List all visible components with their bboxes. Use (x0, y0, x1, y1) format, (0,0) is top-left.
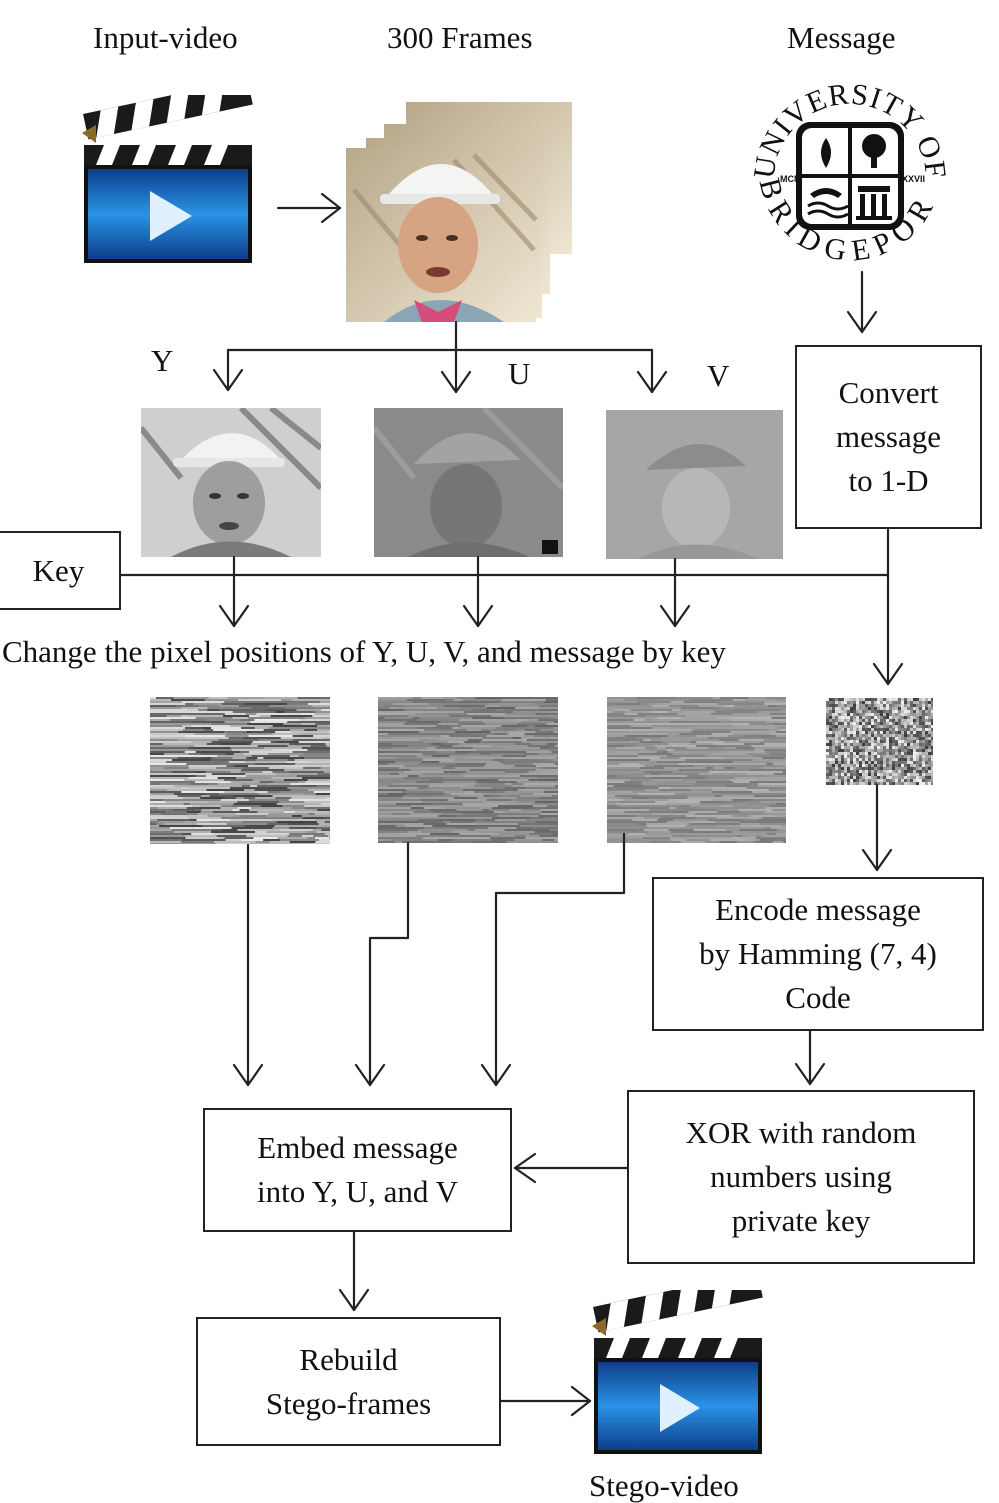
frame-stack (344, 100, 574, 324)
v-channel-label: V (707, 360, 729, 391)
xor-line-2: numbers using (710, 1155, 892, 1199)
convert-message-box: Convert message to 1-D (795, 345, 982, 529)
rebuild-frames-box: Rebuild Stego-frames (196, 1317, 501, 1446)
scrambled-y-image (150, 697, 330, 844)
encode-line-1: Encode message (715, 888, 921, 932)
embed-line-2: into Y, U, and V (257, 1170, 458, 1214)
frames-label: 300 Frames (387, 22, 533, 53)
encode-line-2: by Hamming (7, 4) (699, 932, 937, 976)
y-channel-label: Y (151, 345, 173, 376)
key-label: Key (33, 549, 85, 593)
convert-line-3: to 1-D (848, 459, 928, 503)
convert-line-2: message (836, 415, 941, 459)
xor-random-box: XOR with random numbers using private ke… (627, 1090, 975, 1264)
y-channel-image (141, 408, 321, 557)
stego-video-icon (588, 1290, 768, 1458)
embed-message-box: Embed message into Y, U, and V (203, 1108, 512, 1232)
u-channel-image (374, 408, 563, 557)
stego-video-label: Stego-video (589, 1470, 739, 1501)
change-positions-label: Change the pixel positions of Y, U, V, a… (2, 636, 726, 667)
key-box: Key (0, 531, 121, 610)
scrambled-u-image (378, 697, 558, 843)
convert-line-1: Convert (839, 371, 939, 415)
input-video-label: Input-video (93, 22, 238, 53)
university-logo: UNIVERSITY OF BRIDGEPORT MCM XXVII (752, 82, 948, 272)
encode-hamming-box: Encode message by Hamming (7, 4) Code (652, 877, 984, 1031)
embed-line-1: Embed message (257, 1126, 458, 1170)
input-video-icon (78, 95, 258, 267)
v-channel-image (606, 410, 783, 559)
logo-right-text: XXVII (902, 174, 925, 184)
scrambled-message-image (826, 698, 933, 785)
scrambled-v-image (607, 697, 786, 843)
rebuild-line-2: Stego-frames (266, 1382, 431, 1426)
encode-line-3: Code (785, 976, 850, 1020)
rebuild-line-1: Rebuild (299, 1338, 397, 1382)
logo-left-text: MCM (780, 174, 802, 184)
xor-line-3: private key (732, 1199, 871, 1243)
u-channel-label: U (508, 358, 530, 389)
message-label: Message (787, 22, 895, 53)
xor-line-1: XOR with random (686, 1111, 917, 1155)
